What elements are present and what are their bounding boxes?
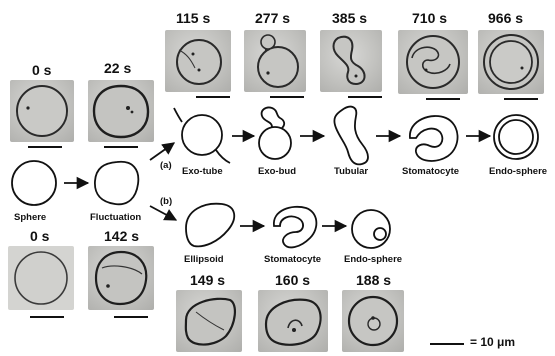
endo-sphere-b-shape	[352, 210, 390, 248]
scale-bar-0s-top	[28, 146, 62, 148]
sphere-shape	[12, 161, 56, 205]
scale-bar-710s	[426, 98, 460, 100]
exo-bud-shape	[259, 107, 291, 159]
time-label-22s: 22 s	[104, 60, 131, 76]
micrograph-142s	[88, 246, 154, 310]
scale-bar-22s	[104, 146, 138, 148]
ellipsoid-shape	[186, 204, 234, 247]
time-label-188s: 188 s	[356, 272, 391, 288]
time-label-277s: 277 s	[255, 10, 290, 26]
micrograph-966s	[478, 30, 544, 94]
scale-bar-label: = 10 μm	[470, 335, 515, 349]
scale-bar-142s	[114, 316, 148, 318]
micrograph-115s	[165, 30, 231, 92]
micrograph-0s-top	[10, 80, 74, 142]
label-stomatocyte-a: Stomatocyte	[402, 166, 459, 177]
micrograph-277s	[244, 30, 306, 92]
exo-tube-shape	[174, 108, 230, 163]
label-stomatocyte-b: Stomatocyte	[264, 254, 321, 265]
scale-bar-966s	[504, 98, 538, 100]
stomatocyte-a-shape	[410, 116, 458, 161]
branch-label-a: (a)	[160, 160, 172, 171]
label-sphere: Sphere	[14, 212, 46, 223]
arrow-branch-b	[150, 206, 176, 220]
scale-bar-385s	[348, 96, 382, 98]
scale-bar-277s	[270, 96, 304, 98]
time-label-710s: 710 s	[412, 10, 447, 26]
micrograph-188s	[342, 290, 404, 352]
micrograph-160s	[258, 290, 328, 352]
fluctuation-shape	[95, 162, 138, 205]
endo-sphere-a-shape	[494, 115, 538, 159]
label-exo-tube: Exo-tube	[182, 166, 223, 177]
label-endo-sphere-b: Endo-sphere	[344, 254, 402, 265]
time-label-115s: 115 s	[176, 10, 210, 26]
arrow-branch-a	[150, 143, 174, 160]
scale-bar-legend	[430, 343, 464, 345]
time-label-142s: 142 s	[104, 228, 139, 244]
branch-label-b: (b)	[160, 196, 172, 207]
label-tubular: Tubular	[334, 166, 368, 177]
time-label-0s-bottom: 0 s	[30, 228, 49, 244]
micrograph-385s	[320, 30, 382, 92]
micrograph-149s	[176, 290, 242, 352]
tubular-shape	[334, 107, 368, 165]
micrograph-22s	[88, 80, 154, 142]
time-label-149s: 149 s	[190, 272, 225, 288]
label-ellipsoid: Ellipsoid	[184, 254, 224, 265]
time-label-160s: 160 s	[275, 272, 310, 288]
scale-bar-115s	[196, 96, 230, 98]
label-fluctuation: Fluctuation	[90, 212, 141, 223]
time-label-966s: 966 s	[488, 10, 523, 26]
label-exo-bud: Exo-bud	[258, 166, 296, 177]
scale-bar-0s-bottom	[30, 316, 64, 318]
time-label-0s-top: 0 s	[32, 62, 51, 78]
micrograph-710s	[398, 30, 468, 94]
micrograph-0s-bottom	[8, 246, 74, 310]
label-endo-sphere-a: Endo-sphere	[489, 166, 547, 177]
time-label-385s: 385 s	[332, 10, 367, 26]
stomatocyte-b-shape	[274, 207, 317, 248]
